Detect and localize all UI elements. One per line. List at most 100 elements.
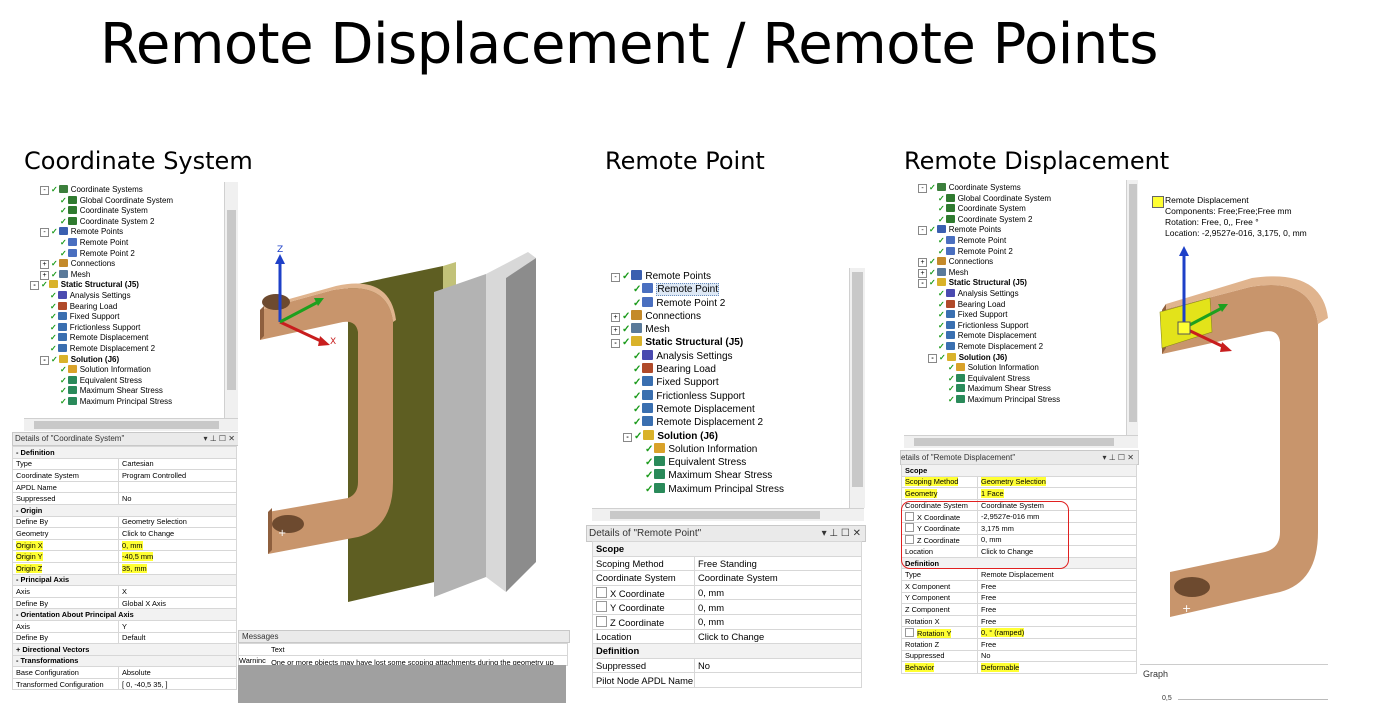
tree-item[interactable]: -✓Remote Points bbox=[30, 227, 173, 238]
property-value-cell[interactable]: Click to Change bbox=[694, 628, 862, 645]
tree-item[interactable]: +✓Mesh bbox=[30, 269, 173, 281]
expand-icon[interactable]: + bbox=[918, 258, 927, 268]
tree-item[interactable]: ✓Bearing Load bbox=[611, 363, 784, 376]
property-value-cell[interactable]: Geometry Selection bbox=[118, 515, 237, 529]
tree-item[interactable]: ✓Remote Point 2 bbox=[908, 246, 1060, 257]
tree-item[interactable]: -✓Remote Points bbox=[611, 270, 784, 283]
property-value-cell[interactable]: 0, mm bbox=[977, 533, 1137, 547]
tree-item[interactable]: ✓Maximum Principal Stress bbox=[908, 394, 1060, 405]
details-row[interactable]: Transformed Configuration[ 0, -40,5 35, … bbox=[12, 677, 237, 691]
details-row[interactable]: Origin Y-40,5 mm bbox=[12, 550, 237, 563]
property-value-cell[interactable]: Deformable bbox=[977, 661, 1137, 674]
tree-item[interactable]: ✓Fixed Support bbox=[611, 376, 784, 389]
details-row[interactable]: Pilot Node APDL Name bbox=[592, 672, 862, 688]
tree-item[interactable]: -✓Static Structural (J5) bbox=[908, 277, 1060, 289]
property-value-cell[interactable]: 0, mm bbox=[694, 613, 862, 630]
tree-item[interactable]: -✓Coordinate Systems bbox=[30, 185, 173, 196]
property-value-cell[interactable]: No bbox=[118, 492, 237, 505]
tree-item[interactable]: ✓Fixed Support bbox=[908, 309, 1060, 320]
tree-item[interactable]: ✓Maximum Shear Stress bbox=[908, 383, 1060, 394]
property-value-cell[interactable]: Click to Change bbox=[118, 527, 237, 540]
parameter-checkbox[interactable] bbox=[905, 511, 914, 521]
property-value-cell[interactable]: Default bbox=[118, 631, 237, 645]
tree-item[interactable]: ✓Frictionless Support bbox=[30, 322, 173, 334]
tree-item[interactable]: ✓Remote Displacement 2 bbox=[908, 341, 1060, 352]
pin-close-icons[interactable]: ▾ ⊥ ☐ ✕ bbox=[203, 434, 235, 443]
tree-item[interactable]: ✓Solution Information bbox=[908, 362, 1060, 373]
tree-item[interactable]: ✓Maximum Principal Stress bbox=[611, 482, 784, 496]
property-value-cell[interactable]: 0, ° (ramped) bbox=[977, 626, 1137, 639]
tree-item[interactable]: +✓Mesh bbox=[908, 267, 1060, 278]
property-value-cell[interactable]: 1 Face bbox=[977, 487, 1137, 500]
collapse-icon[interactable]: - bbox=[16, 575, 21, 585]
tree-item[interactable]: ✓Coordinate System bbox=[30, 206, 173, 217]
collapse-icon[interactable]: - bbox=[16, 610, 21, 620]
property-value-cell[interactable]: Coordinate System bbox=[694, 570, 862, 586]
tree-item[interactable]: ✓Remote Displacement 2 bbox=[30, 343, 173, 355]
property-value-cell[interactable]: 0, mm bbox=[694, 584, 862, 601]
tree-horizontal-scrollbar[interactable] bbox=[24, 418, 238, 431]
property-value-cell[interactable] bbox=[694, 672, 862, 688]
tree-item[interactable]: +✓Connections bbox=[908, 256, 1060, 268]
property-value-cell[interactable] bbox=[118, 480, 237, 494]
collapse-icon[interactable]: - bbox=[16, 447, 21, 457]
property-value-cell[interactable]: 0, mm bbox=[118, 538, 237, 552]
tree-item[interactable]: ✓Maximum Principal Stress bbox=[30, 396, 173, 408]
tree-item[interactable]: ✓Frictionless Support bbox=[908, 320, 1060, 331]
tree-item[interactable]: ✓Equivalent Stress bbox=[30, 375, 173, 387]
tree-item[interactable]: ✓Analysis Settings bbox=[30, 290, 173, 302]
property-value-cell[interactable]: Y bbox=[118, 619, 237, 633]
tree-item[interactable]: ✓Remote Point bbox=[908, 235, 1060, 246]
property-value-cell[interactable]: 3,175 mm bbox=[977, 521, 1137, 535]
collapse-icon[interactable]: - bbox=[30, 281, 39, 291]
property-value-cell[interactable]: -2,9527e-016 mm bbox=[977, 510, 1137, 523]
tree-item[interactable]: ✓Remote Point bbox=[611, 283, 784, 297]
property-value-cell[interactable]: Free bbox=[977, 614, 1137, 628]
tree-item[interactable]: ✓Analysis Settings bbox=[611, 349, 784, 363]
tree-item[interactable]: ✓Maximum Shear Stress bbox=[30, 386, 173, 397]
details-section-header[interactable]: Definition bbox=[901, 556, 1137, 570]
message-row[interactable]: Warninc One or more objects may have los… bbox=[239, 655, 567, 666]
collapse-icon[interactable]: - bbox=[16, 505, 21, 515]
parameter-checkbox[interactable] bbox=[905, 523, 914, 533]
property-value-cell[interactable]: Remote Displacement bbox=[977, 568, 1137, 581]
tree-item[interactable]: +✓Connections bbox=[30, 259, 173, 270]
property-value-cell[interactable]: X bbox=[118, 585, 237, 598]
property-value-cell[interactable]: Free Standing bbox=[694, 555, 862, 572]
parameter-checkbox[interactable] bbox=[905, 627, 914, 637]
graphics-viewport-right[interactable]: Remote Displacement Components: Free;Fre… bbox=[1140, 182, 1328, 662]
parameter-checkbox[interactable] bbox=[596, 586, 607, 598]
collapse-icon[interactable]: - bbox=[918, 279, 927, 289]
pin-close-icons[interactable]: ▾ ⊥ ☐ ✕ bbox=[1102, 453, 1134, 462]
tree-item[interactable]: ✓Remote Displacement bbox=[611, 402, 784, 416]
tree-item[interactable]: ✓Coordinate System 2 bbox=[30, 216, 173, 228]
tree-item[interactable]: ✓Solution Information bbox=[30, 365, 173, 376]
tree-item[interactable]: ✓Coordinate System bbox=[908, 203, 1060, 214]
property-value-cell[interactable]: No bbox=[694, 657, 862, 674]
expand-icon[interactable]: + bbox=[611, 312, 620, 322]
property-value-cell[interactable]: [ 0, -40,5 35, ] bbox=[118, 677, 237, 691]
tree-item[interactable]: -✓Remote Points bbox=[908, 224, 1060, 236]
tree-item[interactable]: +✓Mesh bbox=[611, 323, 784, 336]
tree-horizontal-scrollbar[interactable] bbox=[592, 508, 864, 521]
collapse-icon[interactable]: - bbox=[40, 186, 49, 195]
tree-item[interactable]: -✓Static Structural (J5) bbox=[611, 336, 784, 349]
